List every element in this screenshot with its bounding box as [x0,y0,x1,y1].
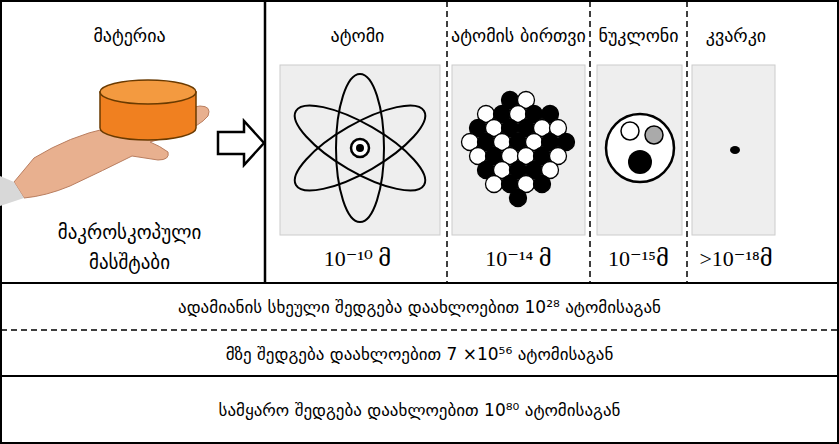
text-slot: ადამიანის სხეული შედგება დაახლოებით 10²⁸… [0,284,839,330]
separator-line [1,329,838,331]
panel-title: მატერია [93,25,165,47]
fact-text: ადამიანის სხეული შედგება დაახლოებით 10²⁸… [178,296,661,318]
text-slot: >10⁻¹⁸მ [687,240,785,278]
scale-value: 10⁻¹⁴ მ [485,246,551,272]
electron-orbit [284,90,436,206]
text-slot: 10⁻¹⁴ მ [447,240,590,278]
matter-panel: მატერია მაკროსკოპული მასშტაბი [0,0,215,283]
atom-picture [284,74,436,222]
panel-title: ატომი [331,25,385,47]
text-slot: ნუკლონი [590,10,687,62]
fact-text: სამყარო შედგება დაახლოებით 10⁸⁰ ატომისაგ… [219,399,621,421]
sleeve-shape [0,176,24,206]
panel-title: ნუკლონი [598,25,678,47]
scale-value: 10⁻¹⁰ მ [324,246,391,272]
separator-line [1,375,838,377]
hand-picture [0,80,209,206]
text-slot: ატომი [268,10,447,62]
fact-text: მზე შედგება დაახლოებით 7 ×10⁵⁶ ატომისაგა… [226,343,614,365]
quark-dot [730,146,740,154]
text-slot: მზე შედგება დაახლოებით 7 ×10⁵⁶ ატომისაგა… [0,331,839,376]
fact-band: მზე შედგება დაახლოებით 7 ×10⁵⁶ ატომისაგა… [0,331,839,376]
scale-column: ნუკლონი 10⁻¹⁵მ [590,0,687,283]
text-slot: სამყარო შედგება დაახლოებით 10⁸⁰ ატომისაგ… [0,377,839,443]
text-slot: 10⁻¹⁵მ [590,240,687,278]
scale-column: კვარკი >10⁻¹⁸მ [687,0,785,283]
text-slot: ატომის ბირთვი [447,10,590,62]
electron-orbit [284,90,436,206]
fact-band: ადამიანის სხეული შედგება დაახლოებით 10²⁸… [0,284,839,330]
text-slot: 10⁻¹⁰ მ [268,240,447,278]
atom-core-dot [356,144,364,152]
separator-line [686,1,688,283]
separator-line [589,1,591,283]
panel-title: კვარკი [706,25,766,47]
text-slot: მაკროსკოპული მასშტაბი [44,214,215,280]
atom-core [351,139,369,157]
scale-value: >10⁻¹⁸მ [699,246,772,272]
nucleon-picture [606,114,674,182]
picture-ground [692,65,775,235]
scale-column: ატომი 10⁻¹⁰ მ [268,0,447,283]
picture-ground [280,65,440,235]
fact-band: სამყარო შედგება დაახლოებით 10⁸⁰ ატომისაგ… [0,377,839,443]
separator-line [1,282,838,284]
separator-line [446,1,448,283]
cylinder-top [100,80,196,104]
nucleus-picture [462,92,575,207]
block-arrow [218,121,264,165]
scale-column: ატომის ბირთვი 10⁻¹⁴ მ [447,0,590,283]
scale-value: 10⁻¹⁵მ [608,246,669,272]
picture-ground [597,65,682,235]
text-slot: მატერია [44,10,215,62]
panel-title: ატომის ბირთვი [451,25,586,47]
scale-caption: მაკროსკოპული მასშტაბი [48,217,211,277]
electron-orbit [336,74,384,222]
picture-ground [452,65,585,235]
text-slot: კვარკი [687,10,785,62]
